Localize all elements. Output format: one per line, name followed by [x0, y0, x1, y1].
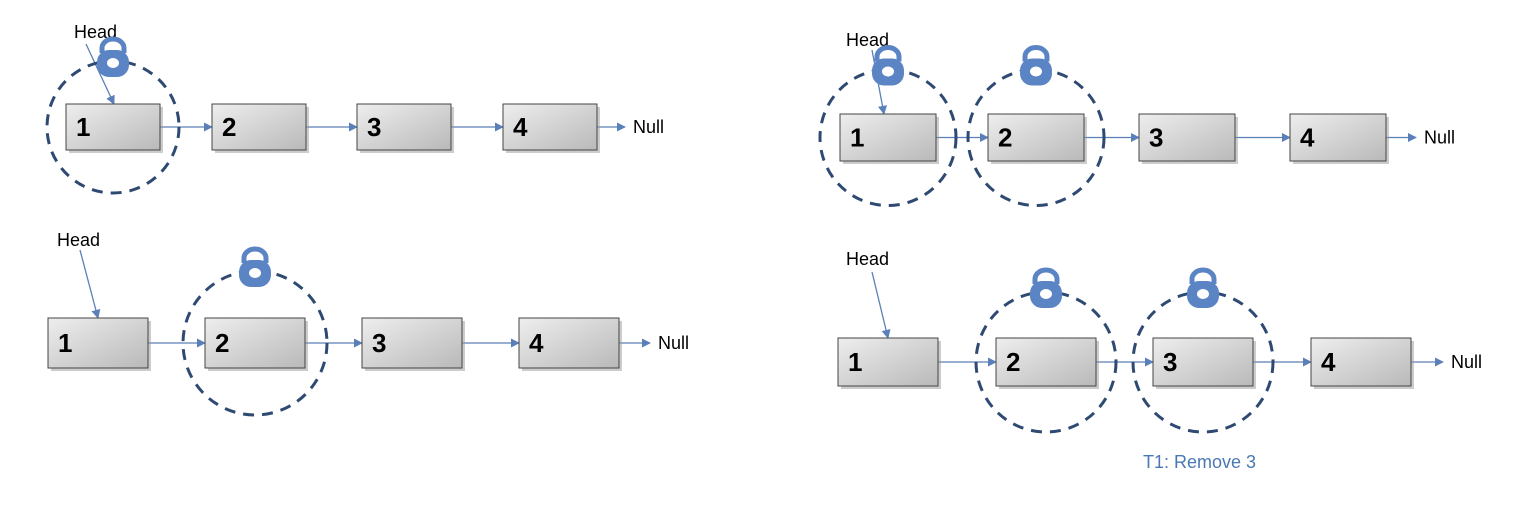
node-box — [1310, 337, 1412, 387]
lock-shackle — [99, 36, 127, 53]
lock-icon — [1020, 45, 1052, 86]
node-box — [1152, 337, 1254, 387]
list-node-1: 1 — [837, 337, 941, 389]
lock-icon — [1187, 267, 1219, 308]
list-node-3: 3 — [361, 317, 465, 371]
list-node-2: 2 — [995, 337, 1099, 389]
node-value: 3 — [367, 112, 381, 142]
lock-region-circle — [181, 269, 329, 417]
node-box — [995, 337, 1097, 387]
node-box — [518, 317, 620, 369]
node-value: 4 — [1321, 347, 1336, 377]
head-pointer-arrow — [85, 43, 115, 105]
null-label: Null — [1451, 352, 1482, 372]
node-value: 1 — [76, 112, 90, 142]
node-box — [47, 317, 149, 369]
node-value: 1 — [848, 347, 862, 377]
list-node-2: 2 — [987, 113, 1087, 164]
node-value: 2 — [215, 328, 229, 358]
node-box — [502, 103, 598, 151]
lock-icon — [97, 36, 129, 77]
lock-icon — [1030, 267, 1062, 308]
list-node-3: 3 — [356, 103, 454, 153]
node-value: 2 — [998, 123, 1012, 153]
caption-text: T1: Remove 3 — [1143, 452, 1256, 472]
node-box — [1138, 113, 1236, 162]
lock-keyhole — [107, 58, 119, 68]
lock-icon — [239, 246, 271, 287]
node-value: 4 — [513, 112, 528, 142]
list-node-4: 4 — [1289, 113, 1389, 164]
node-value: 2 — [222, 112, 236, 142]
node-box — [211, 103, 307, 151]
node-box — [987, 113, 1085, 162]
node-box — [356, 103, 452, 151]
null-label: Null — [658, 333, 689, 353]
lock-keyhole — [1197, 289, 1209, 299]
head-label: Head — [846, 30, 889, 50]
node-box — [65, 103, 161, 151]
lock-icon — [872, 45, 904, 86]
lock-keyhole — [249, 268, 261, 278]
list-node-3: 3 — [1152, 337, 1256, 389]
list-node-1: 1 — [839, 113, 939, 164]
lock-keyhole — [882, 66, 894, 77]
node-box — [839, 113, 937, 162]
list-node-2: 2 — [211, 103, 309, 153]
list-node-3: 3 — [1138, 113, 1238, 164]
list-node-2: 2 — [204, 317, 308, 371]
node-value: 3 — [1149, 123, 1163, 153]
node-value: 2 — [1006, 347, 1020, 377]
null-label: Null — [1424, 128, 1455, 148]
node-box — [1289, 113, 1387, 162]
node-value: 1 — [850, 123, 864, 153]
lock-shackle — [1022, 45, 1050, 62]
head-label: Head — [846, 249, 889, 269]
node-value: 3 — [1163, 347, 1177, 377]
lock-region-circle — [818, 68, 958, 207]
lock-keyhole — [1030, 66, 1042, 77]
node-value: 4 — [1300, 123, 1315, 153]
list-node-1: 1 — [47, 317, 151, 371]
node-value: 3 — [372, 328, 386, 358]
node-box — [204, 317, 306, 369]
head-label: Head — [74, 22, 117, 42]
lock-shackle — [241, 246, 269, 263]
node-value: 1 — [58, 328, 72, 358]
head-pointer-arrow — [79, 249, 101, 319]
list-node-4: 4 — [502, 103, 600, 153]
lock-shackle — [1032, 267, 1060, 284]
head-pointer-arrow — [871, 271, 891, 339]
lock-shackle — [874, 45, 902, 62]
node-box — [361, 317, 463, 369]
lock-shackle — [1189, 267, 1217, 284]
node-value: 4 — [529, 328, 544, 358]
list-node-4: 4 — [1310, 337, 1414, 389]
null-label: Null — [633, 117, 664, 137]
lock-keyhole — [1040, 289, 1052, 299]
head-label: Head — [57, 230, 100, 250]
node-box — [837, 337, 939, 387]
list-node-1: 1 — [65, 103, 163, 153]
list-node-4: 4 — [518, 317, 622, 371]
lock-region-circle — [966, 68, 1106, 207]
